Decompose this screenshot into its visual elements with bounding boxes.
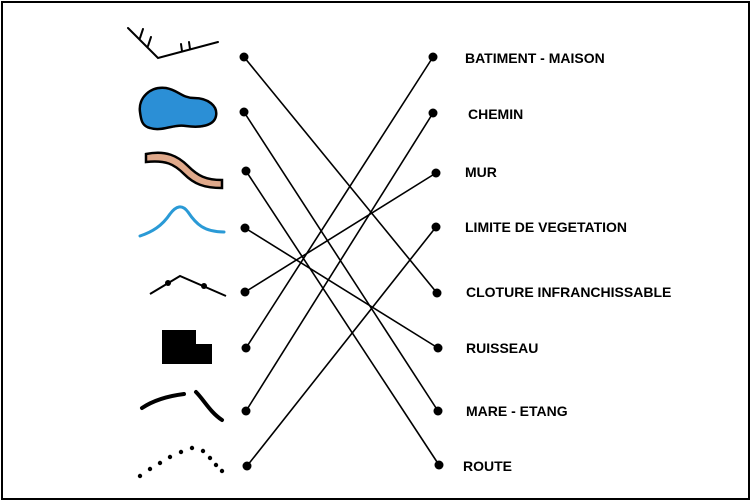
label-ruisseau: RUISSEAU — [466, 340, 539, 356]
left-endpoint-dot-4[interactable] — [240, 223, 250, 233]
right-endpoint-dot-6[interactable] — [433, 343, 443, 353]
dotted-line-icon — [137, 445, 225, 479]
right-endpoint-dot-5[interactable] — [432, 288, 442, 298]
black-building-block-icon — [162, 330, 212, 364]
right-endpoint-dot-7[interactable] — [433, 406, 443, 416]
left-endpoint-dot-6[interactable] — [241, 343, 251, 353]
left-endpoint-dot-3[interactable] — [241, 166, 251, 176]
left-endpoint-dot-7[interactable] — [241, 406, 251, 416]
left-endpoint-dot-5[interactable] — [240, 287, 250, 297]
label-batiment-maison: BATIMENT - MAISON — [465, 50, 605, 66]
right-endpoint-dot-1[interactable] — [428, 52, 438, 62]
fence-line-with-posts-icon — [149, 274, 227, 297]
label-mare-etang: MARE - ETANG — [466, 403, 568, 419]
broken-thick-line-icon — [140, 390, 224, 422]
label-mur: MUR — [465, 164, 497, 180]
connection-line-3 — [245, 170, 440, 466]
connection-line-7 — [245, 112, 434, 412]
left-dot-column — [239, 52, 252, 471]
label-cloture-infranchissable: CLOTURE INFRANCHISSABLE — [466, 284, 672, 300]
connection-line-2 — [243, 111, 439, 412]
right-endpoint-dot-3[interactable] — [431, 168, 441, 178]
label-chemin: CHEMIN — [468, 106, 524, 122]
connection-line-8 — [246, 226, 437, 467]
connection-line-6 — [245, 56, 434, 349]
connection-line-5 — [244, 172, 437, 293]
left-endpoint-dot-2[interactable] — [239, 107, 249, 117]
label-limite-de-vegetation: LIMITE DE VEGETATION — [465, 219, 628, 235]
right-endpoint-dot-2[interactable] — [428, 108, 438, 118]
connection-lines — [243, 56, 440, 467]
connection-line-4 — [244, 227, 439, 349]
connection-line-1 — [243, 56, 438, 294]
blue-stream-line-icon — [138, 205, 226, 238]
right-endpoint-dot-8[interactable] — [434, 460, 444, 470]
cliff-hatched-line-icon — [127, 27, 219, 60]
brown-road-band-icon — [144, 151, 224, 190]
left-endpoint-dot-8[interactable] — [242, 461, 252, 471]
right-dot-column — [428, 52, 444, 470]
right-endpoint-dot-4[interactable] — [431, 222, 441, 232]
label-route: ROUTE — [463, 458, 512, 474]
left-endpoint-dot-1[interactable] — [239, 52, 249, 62]
blue-pond-shape-icon — [138, 86, 218, 131]
